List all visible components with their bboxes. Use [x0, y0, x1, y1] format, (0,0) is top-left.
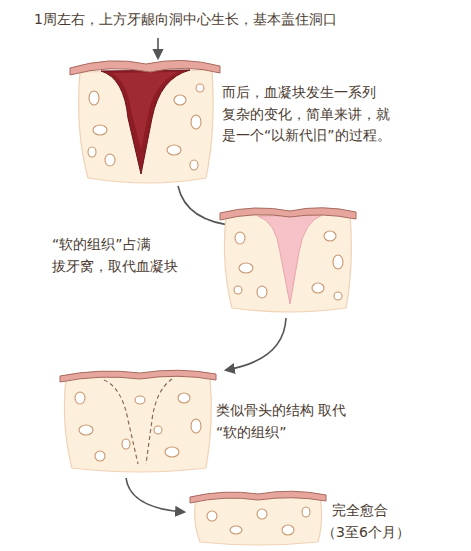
socket-stage-1	[70, 60, 220, 183]
stage-arrow	[126, 478, 184, 512]
step-heading: 1周左右，上方牙龈向洞中心生长，基本盖住洞口	[34, 9, 454, 31]
step-caption: 类似骨头的结构 取代“软的组织”	[216, 400, 356, 443]
step-caption: 而后，血凝块发生一系列 复杂的变化，简单来讲，就 是一个“以新代旧”的过程。	[222, 82, 422, 147]
socket-stage-2	[220, 208, 356, 312]
step-caption: 完全愈合	[332, 500, 442, 522]
step-caption: “软的组织”占满 拔牙窝，取代血凝块	[52, 234, 202, 277]
step-caption: （3至6个月）	[322, 522, 452, 544]
socket-stage-4	[190, 491, 326, 545]
pointer-arrow	[157, 38, 159, 58]
socket-stage-3	[60, 370, 216, 472]
stage-arrow	[226, 318, 286, 370]
